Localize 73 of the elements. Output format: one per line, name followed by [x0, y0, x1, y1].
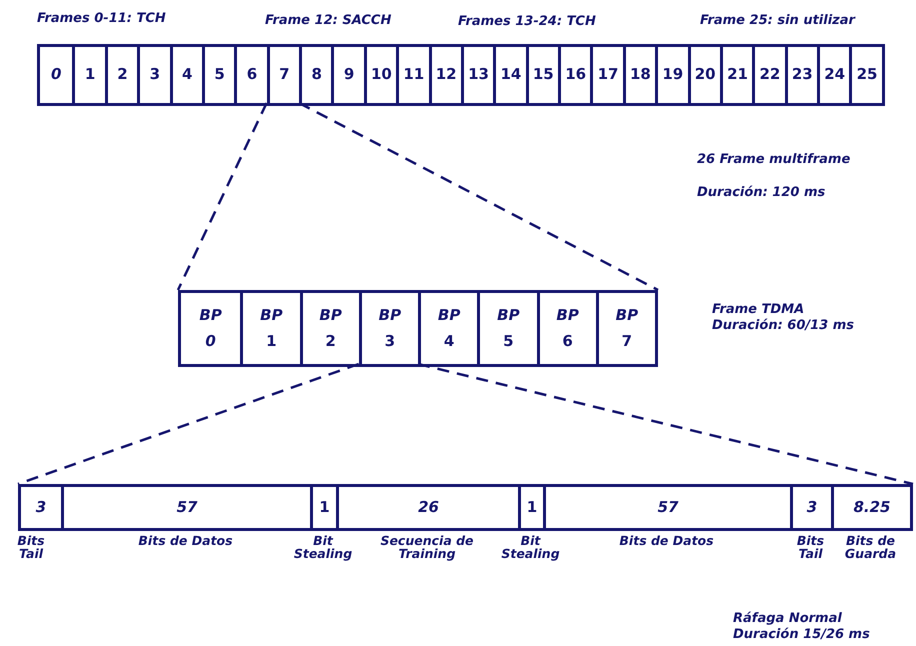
frame-number: 2: [117, 66, 128, 84]
frame-number: 1: [84, 66, 96, 84]
field-label: Bits de Datos: [137, 534, 234, 548]
frame-number: 16: [565, 66, 586, 84]
frame-number: 20: [694, 66, 716, 84]
frame-number: 10: [371, 66, 392, 84]
slot-label: BP: [438, 307, 460, 324]
frame-number: 22: [760, 66, 780, 84]
slot-label: BP: [319, 307, 342, 324]
field-label: Bits Tail: [16, 534, 46, 560]
frame-number: 24: [824, 66, 846, 84]
slot-number: 5: [503, 332, 514, 350]
duration-note: Frame TDMA: [712, 302, 804, 318]
frame-number: 25: [856, 66, 878, 84]
slot-label: BP: [199, 307, 222, 324]
slot-number: 6: [562, 332, 573, 350]
slot-number: 2: [325, 332, 336, 350]
zoom-line: [176, 102, 268, 291]
bit-count: 1: [319, 498, 330, 516]
frame-number: 14: [500, 66, 522, 84]
duration-note: 26 Frame multiframe: [697, 152, 850, 168]
frame-number: 4: [182, 66, 192, 84]
bit-count: 3: [36, 498, 46, 516]
frame-number: 19: [662, 66, 684, 84]
duration-note: Duración: 120 ms: [697, 185, 826, 201]
burst-strip: [18, 484, 913, 531]
slot-label: BP: [556, 307, 579, 324]
frame-number: 17: [598, 66, 618, 84]
slot-number: 3: [384, 332, 396, 350]
duration-note: Duración: 60/13 ms: [712, 318, 854, 334]
bit-count: 57: [658, 498, 678, 516]
frame-number: 6: [246, 66, 258, 84]
frame-number: 12: [436, 66, 457, 84]
frame-number: 21: [727, 66, 748, 84]
frame-number: 3: [150, 66, 160, 84]
frame-number: 15: [532, 66, 554, 84]
slot-number: 0: [205, 332, 216, 350]
frame-number: 8: [311, 66, 322, 84]
slot-label: BP: [616, 307, 638, 324]
section-label: Frames 13-24: TCH: [458, 14, 596, 30]
field-label: Bits de Guarda: [844, 534, 898, 560]
duration-note: Duración 15/26 ms: [733, 627, 870, 643]
field-label: Secuencia de Training: [379, 534, 475, 560]
frame-number: 18: [630, 66, 651, 84]
frame-number: 23: [792, 66, 813, 84]
frame-number: 11: [403, 66, 424, 84]
slot-label: BP: [260, 307, 283, 324]
frame-number: 9: [344, 66, 354, 84]
bit-count: 26: [418, 498, 439, 516]
slot-number: 4: [444, 332, 454, 350]
frame-number: 13: [468, 66, 489, 84]
timeslot-strip: [178, 290, 658, 367]
bit-count: 1: [526, 498, 538, 516]
slot-label: BP: [378, 307, 402, 324]
bit-count: 57: [176, 498, 198, 516]
bit-count: 8.25: [853, 498, 890, 516]
field-label: Bit Stealing: [292, 534, 354, 560]
slot-number: 7: [622, 332, 632, 350]
field-label: Bit Stealing: [500, 534, 561, 560]
section-label: Frame 25: sin utilizar: [700, 13, 855, 29]
slot-label: BP: [497, 307, 520, 324]
frame-number: 5: [214, 66, 225, 84]
frame-number: 7: [279, 66, 290, 84]
duration-note: Ráfaga Normal: [733, 611, 842, 627]
bit-count: 3: [806, 498, 818, 516]
zoom-line: [18, 362, 360, 486]
frame-number: 0: [50, 66, 62, 84]
section-label: Frame 12: SACCH: [265, 13, 392, 29]
field-label: Bits de Datos: [618, 534, 715, 548]
field-label: Bits Tail: [796, 534, 826, 560]
slot-number: 1: [266, 332, 277, 350]
section-label: Frames 0-11: TCH: [37, 11, 166, 27]
frame-strip: [37, 44, 885, 106]
